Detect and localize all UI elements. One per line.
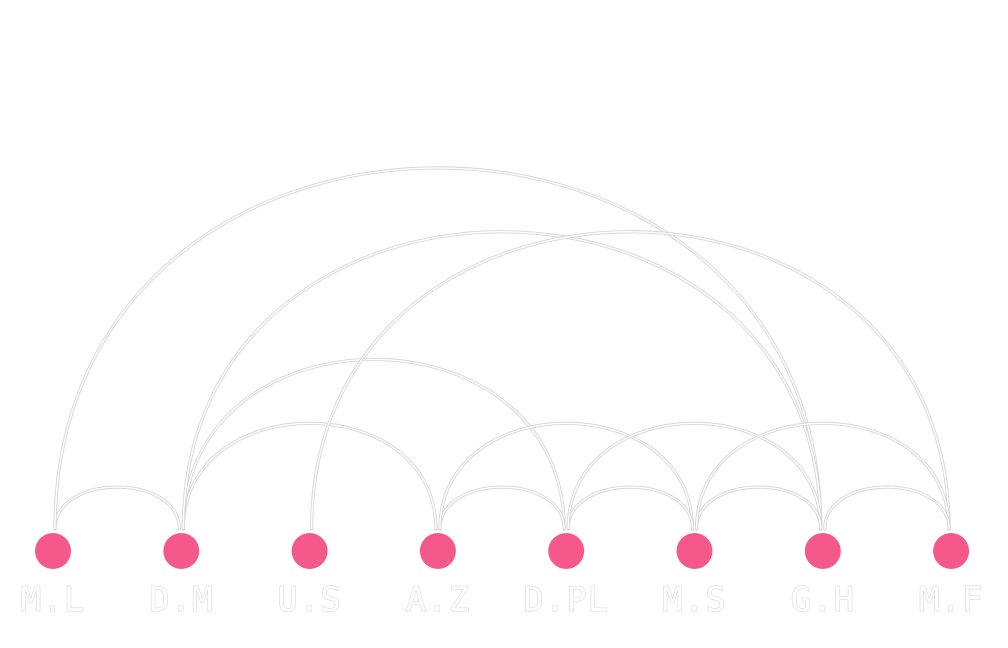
edge-arc-ms-gh: [694, 485, 823, 531]
edge-arc-us-mf: [310, 230, 951, 531]
node-label-dm: D.M: [149, 580, 213, 620]
node-az: [419, 533, 456, 569]
node-label-ml: M.L: [21, 580, 85, 620]
node-gh: [804, 533, 841, 569]
edge-arc-highlight-dpl-gh: [567, 422, 822, 530]
edge-arc-highlight-ml-gh: [54, 167, 822, 530]
edge-arc-highlight-ms-gh: [695, 486, 822, 530]
nodes-group: [35, 533, 970, 569]
edge-arc-dm-az: [181, 421, 438, 531]
edge-arc-dpl-ms: [566, 485, 695, 531]
node-label-dpl: D.PL: [523, 580, 609, 620]
edge-arc-ml-dm: [53, 485, 181, 531]
edge-arc-highlight-dm-dpl: [182, 358, 565, 530]
edge-arc-ml-gh: [53, 166, 823, 531]
edge-arc-dpl-gh: [566, 421, 823, 531]
edges-group: [53, 166, 951, 531]
node-label-us: U.S: [277, 580, 341, 620]
node-dm: [163, 533, 200, 569]
edge-arc-az-ms: [438, 421, 695, 531]
edge-arc-highlight-dm-gh: [182, 231, 822, 530]
edge-arc-highlight-dpl-ms: [567, 486, 694, 530]
edge-arc-highlight-us-mf: [310, 231, 950, 530]
edge-arc-highlight-ml-dm: [54, 486, 180, 530]
node-label-gh: G.H: [791, 580, 855, 620]
node-label-ms: M.S: [662, 580, 726, 620]
node-mf: [933, 533, 970, 569]
node-label-mf: M.F: [919, 580, 983, 620]
edge-arc-highlight-az-ms: [439, 422, 694, 530]
edge-arc-highlight-gh-mf: [824, 486, 950, 530]
node-label-az: A.Z: [406, 580, 470, 620]
labels-group: M.L D.M U.S A.Z D.PL M.S G.H M.F: [20, 580, 983, 621]
edge-arc-ms-mf: [694, 421, 951, 531]
node-us: [291, 533, 328, 569]
edge-arc-dm-dpl: [181, 358, 566, 531]
edge-arc-highlight-dm-az: [182, 422, 437, 530]
node-ml: [35, 533, 71, 569]
node-ms: [676, 533, 713, 569]
edge-arc-highlight-ms-mf: [695, 422, 950, 530]
edge-arc-highlight-az-dpl: [439, 486, 565, 530]
edge-arc-gh-mf: [823, 485, 951, 531]
node-dpl: [548, 533, 585, 569]
edge-arc-az-dpl: [438, 485, 566, 531]
